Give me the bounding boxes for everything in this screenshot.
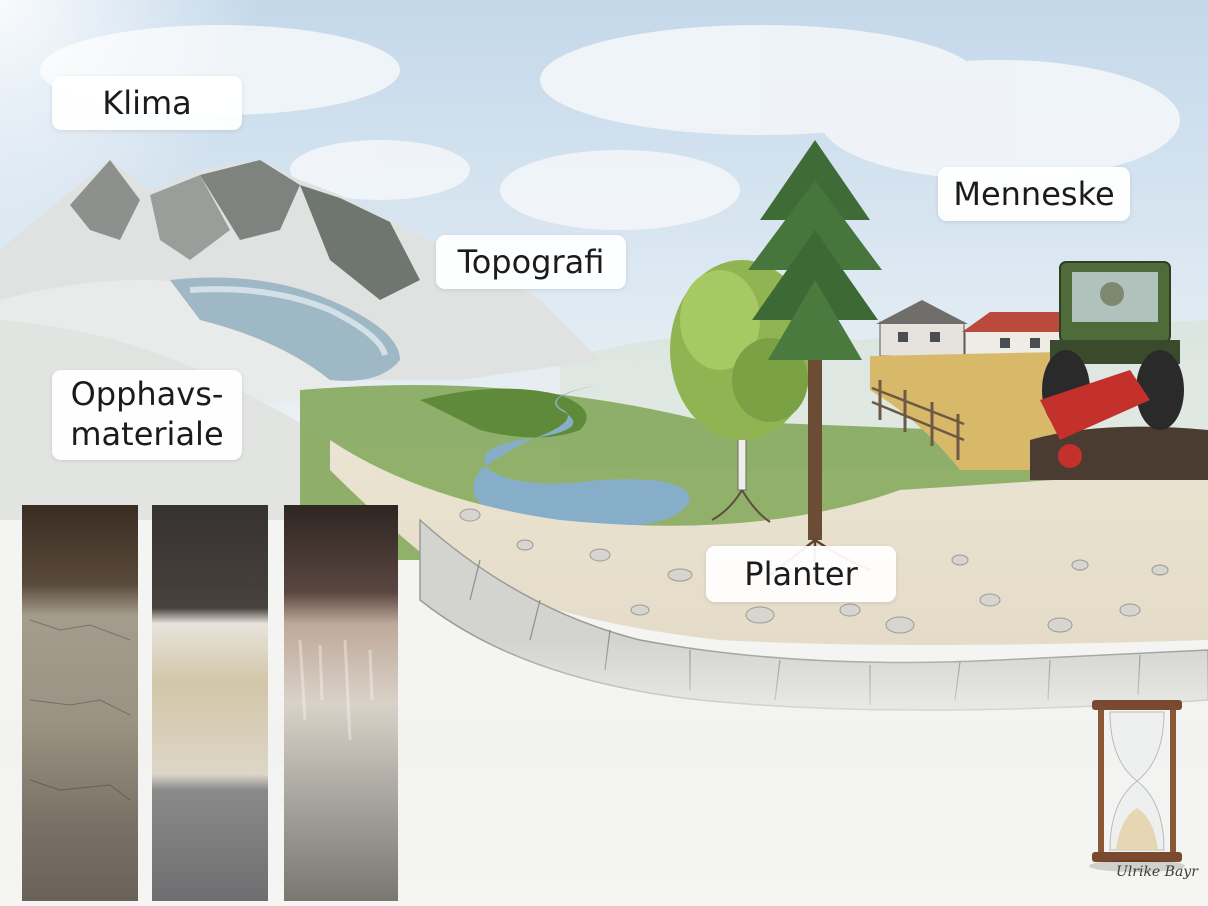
soil-profiles <box>22 505 398 901</box>
label-planter: Planter <box>706 546 896 602</box>
label-klima: Klima <box>52 76 242 130</box>
soil-profile-3 <box>284 505 398 901</box>
label-menneske: Menneske <box>938 167 1130 221</box>
hourglass-icon <box>1089 700 1185 872</box>
soil-profile-2 <box>152 505 268 901</box>
label-topografi: Topografi <box>436 235 626 289</box>
label-opphavsmateriale-line1: Opphavs- <box>52 374 242 414</box>
ploughed-earth <box>1030 427 1208 480</box>
label-opphavsmateriale: Opphavs- materiale <box>52 370 242 460</box>
label-opphavsmateriale-line2: materiale <box>52 414 242 454</box>
artist-signature: Ulrike Bayr <box>1116 864 1198 880</box>
